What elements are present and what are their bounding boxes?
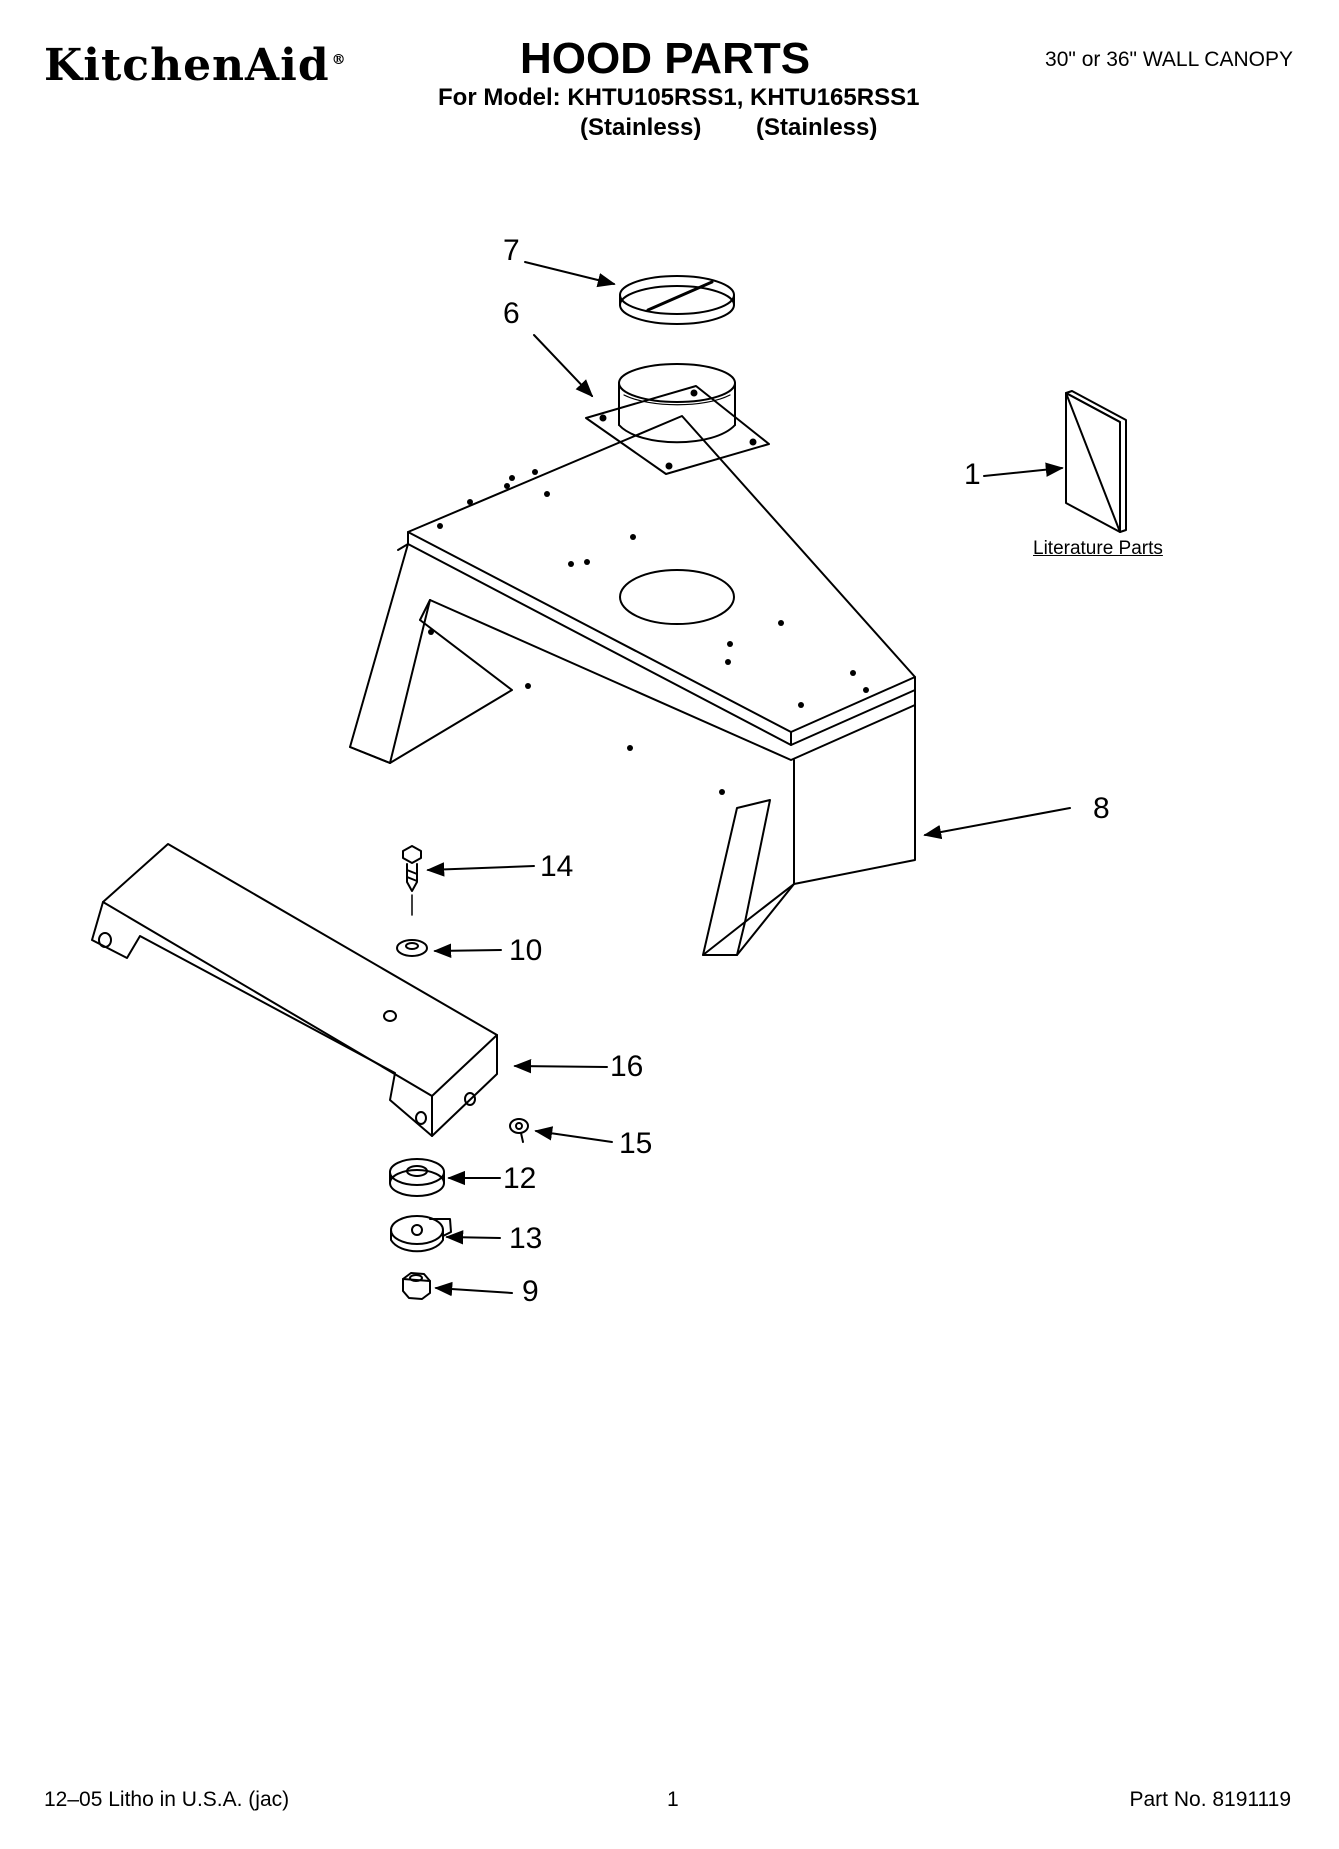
model-line: For Model: KHTU105RSS1, KHTU165RSS1 — [438, 84, 920, 111]
callout-6: 6 — [503, 297, 520, 330]
callout-15: 15 — [619, 1127, 653, 1160]
callout-9: 9 — [522, 1275, 539, 1308]
part-14-screw — [402, 845, 535, 916]
part-13-knob — [390, 1215, 501, 1253]
part-12-knob-ring — [389, 1158, 501, 1197]
part-15-small-screw — [509, 1118, 613, 1143]
part-10-washer — [396, 939, 502, 958]
kitchenaid-logo: KitchenAid® — [44, 40, 347, 91]
callout-7: 7 — [503, 234, 520, 267]
part-16-control-panel — [91, 843, 608, 1137]
part-7-damper — [524, 261, 735, 325]
page-title: HOOD PARTS — [520, 34, 811, 83]
callout-14: 14 — [540, 850, 574, 883]
finish-label-1: (Stainless) — [580, 114, 702, 141]
canopy-label: 30" or 36" WALL CANOPY — [1045, 48, 1293, 71]
part-number: Part No. 8191119 — [1129, 1788, 1292, 1811]
brand-mark: ® — [331, 52, 347, 69]
brand-name: KitchenAid — [44, 40, 330, 91]
callout-12: 12 — [503, 1162, 537, 1195]
part-1-literature — [983, 390, 1127, 533]
part-9-nut — [402, 1272, 513, 1300]
callout-10: 10 — [509, 934, 543, 967]
callout-16: 16 — [610, 1050, 644, 1083]
litho-info: 12–05 Litho in U.S.A. (jac) — [44, 1788, 290, 1811]
callout-1: 1 — [964, 458, 981, 491]
part-6-duct-collar — [533, 334, 770, 475]
part-8-hood-canopy — [349, 415, 1071, 956]
callout-8: 8 — [1093, 792, 1110, 825]
callout-13: 13 — [509, 1222, 543, 1255]
page-number: 1 — [667, 1788, 679, 1811]
literature-parts-label: Literature Parts — [1033, 538, 1163, 559]
finish-label-2: (Stainless) — [756, 114, 878, 141]
